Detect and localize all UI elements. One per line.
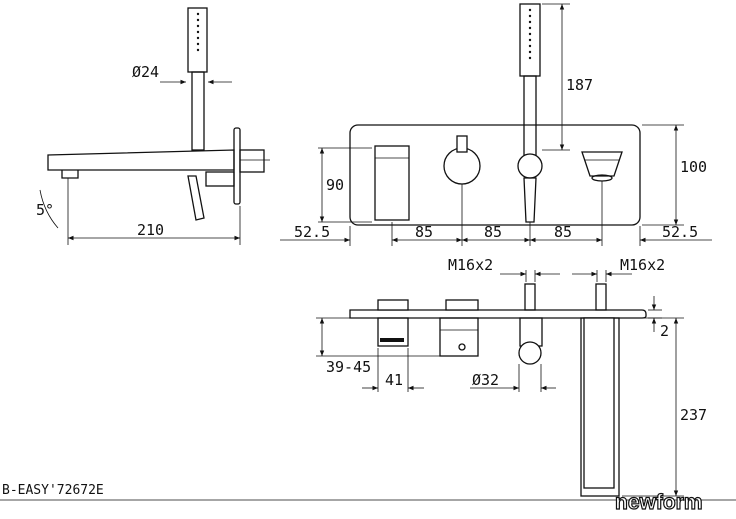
dim-height-237: 237 (680, 406, 707, 424)
dim-thread-m16x2-b: M16x2 (620, 256, 665, 274)
shower-nozzle-dots (196, 12, 200, 52)
dim-depth-39-45: 39-45 (326, 358, 371, 376)
dim-spacing-85-c: 85 (554, 223, 572, 241)
product-code: B-EASY'72672E (2, 483, 104, 498)
dim-height-100: 100 (680, 158, 707, 176)
front-view: 187 90 100 52.5 85 85 85 52.5 (280, 3, 712, 246)
dim-left-margin-52-5: 52.5 (294, 223, 330, 241)
dim-height-187: 187 (566, 76, 593, 94)
dim-spacing-85-b: 85 (484, 223, 502, 241)
dim-plate-2: 2 (660, 322, 669, 340)
dim-width-41: 41 (385, 371, 403, 389)
side-view: Ø24 210 5° (36, 7, 270, 245)
dim-height-90: 90 (326, 176, 344, 194)
dim-width-210: 210 (137, 221, 164, 239)
dim-angle-5: 5° (36, 201, 54, 219)
dim-right-margin-52-5: 52.5 (662, 223, 698, 241)
hand-shower-dots (528, 8, 532, 60)
footer: B-EASY'72672E newform (0, 483, 736, 515)
dim-spacing-85-a: 85 (415, 223, 433, 241)
dim-thread-m16x2-a: M16x2 (448, 256, 493, 274)
top-view: M16x2 M16x2 2 41 Ø32 39-45 237 (316, 256, 707, 497)
dim-diameter-32: Ø32 (472, 371, 499, 389)
brand-logo: newform (615, 491, 703, 514)
dim-diameter-24: Ø24 (132, 63, 159, 81)
